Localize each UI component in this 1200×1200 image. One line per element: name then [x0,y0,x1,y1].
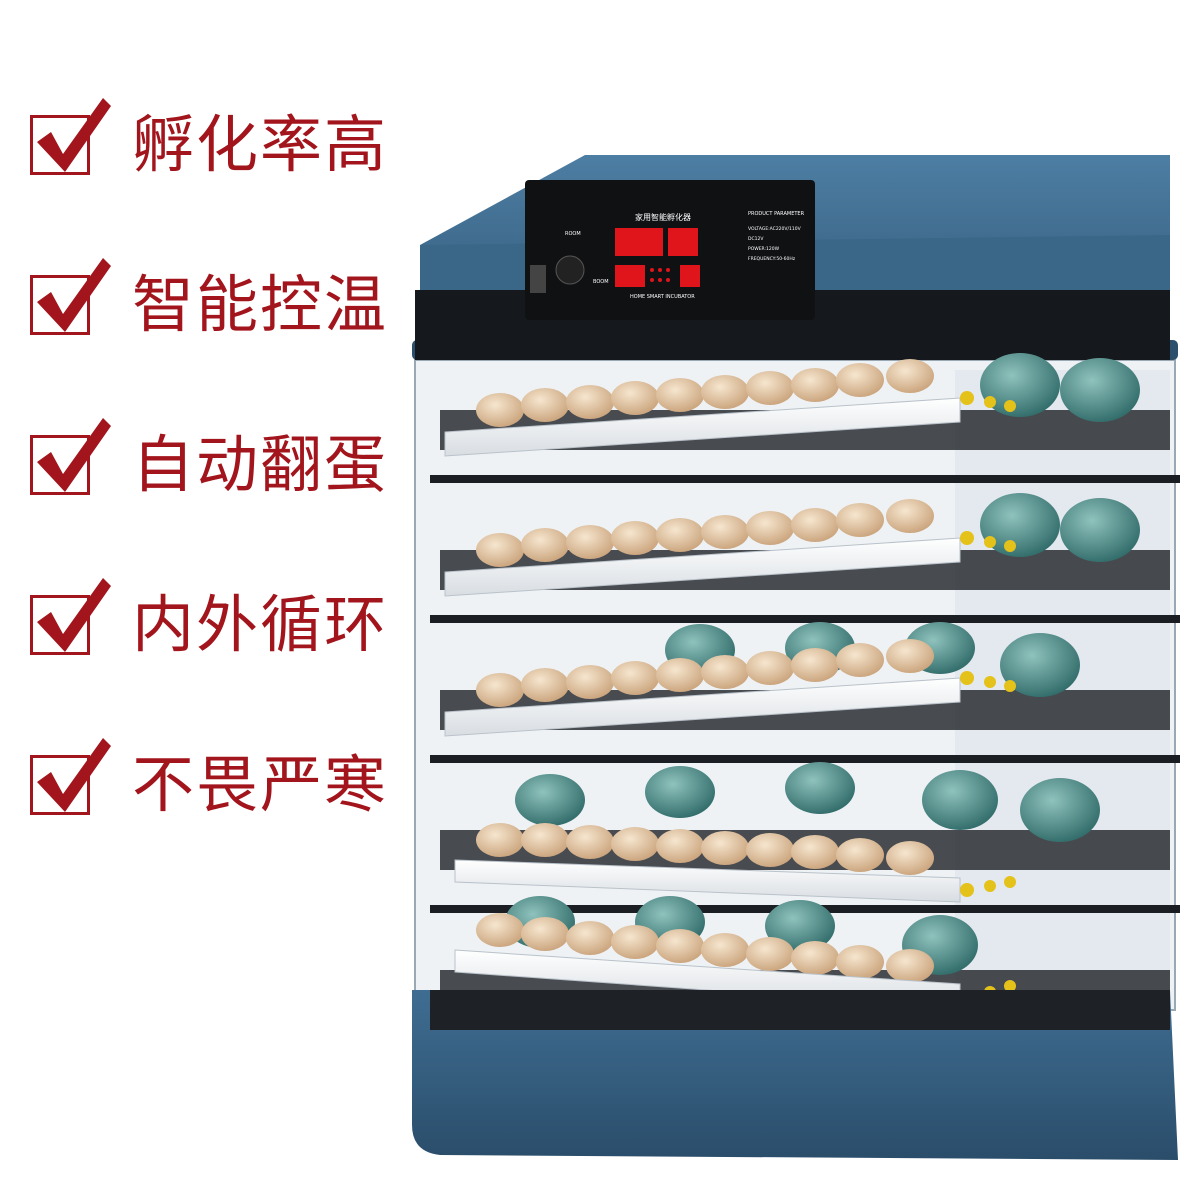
panel-button-label-bottom: BOOM [593,279,609,285]
power-switch[interactable] [530,265,546,293]
control-panel: 家用智能孵化器 ROOM BOOM HOME SMART INCUBATOR P… [525,180,815,320]
checkmark-icon [37,98,111,172]
feature-item: 不畏严寒 [30,730,410,840]
feature-label: 自动翻蛋 [132,428,389,501]
egg-tray [430,622,1180,763]
temperature-display [615,228,663,256]
feature-label: 智能控温 [132,268,389,341]
checkmark-icon [37,738,111,812]
checkbox-icon [30,258,111,335]
feature-label: 内外循环 [132,588,389,661]
feature-label: 孵化率高 [132,108,389,181]
checkbox-icon [30,98,111,175]
panel-button-label-top: ROOM [565,231,581,237]
checkbox-icon [30,738,111,815]
checkmark-icon [37,418,111,492]
parameters-title: PRODUCT PARAMETER [748,211,805,217]
egg-tray [430,493,1180,623]
parameter-frequency: FREQUENCY:50-60Hz [748,256,796,262]
time-display [615,265,645,287]
parameter-voltage: VOLTAGE:AC220V/110V [748,226,802,232]
checkbox-icon [30,578,111,655]
egg-tray [430,353,1180,483]
feature-item: 内外循环 [30,570,410,680]
cabinet-base [412,990,1178,1160]
checkmark-icon [37,578,111,652]
parameter-power: POWER:120W [748,246,780,252]
parameter-dc: DC12V [748,236,764,242]
checkbox-icon [30,418,111,495]
incubator-illustration: 家用智能孵化器 ROOM BOOM HOME SMART INCUBATOR P… [412,155,1180,1160]
panel-brand: 家用智能孵化器 [635,212,691,222]
checkmark-icon [37,258,111,332]
power-knob[interactable] [555,255,585,285]
humidity-display [668,228,698,256]
feature-item: 孵化率高 [30,90,410,200]
day-display [680,265,700,287]
feature-item: 智能控温 [30,250,410,360]
feature-item: 自动翻蛋 [30,410,410,520]
feature-label: 不畏严寒 [132,748,389,821]
panel-subtitle: HOME SMART INCUBATOR [630,294,695,300]
